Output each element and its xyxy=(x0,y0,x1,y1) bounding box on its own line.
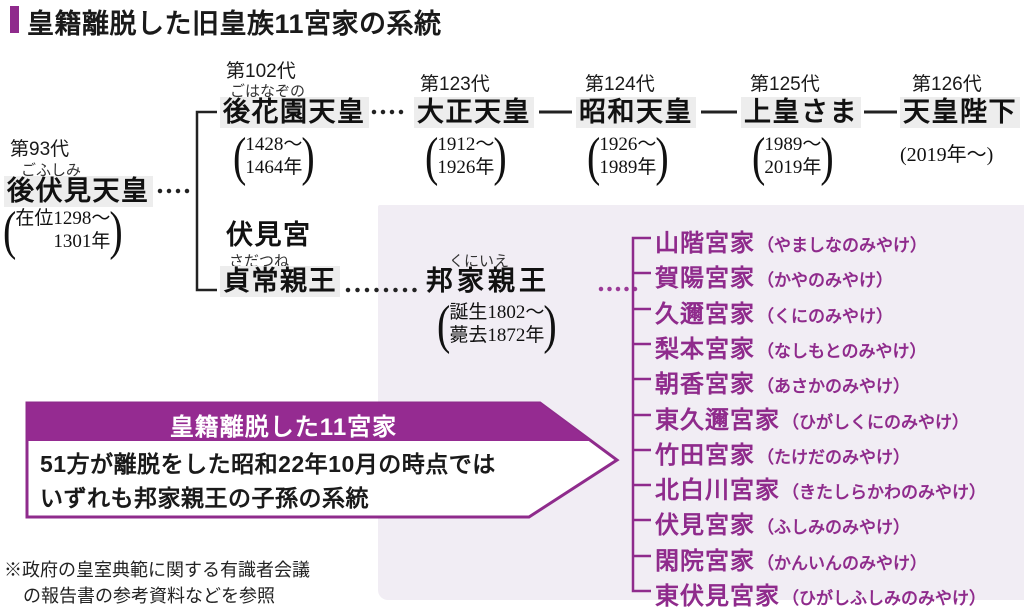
label-fushiminomiya: 伏見宮 xyxy=(226,220,312,250)
name-joko-sama: 上皇さま xyxy=(741,97,861,129)
house-item-higashikuni: 東久邇宮家（ひがしくにのみやけ） xyxy=(655,408,969,434)
gen-label-123: 第123代 xyxy=(420,74,490,95)
ruby-gohanazono: ごはなぞの xyxy=(230,83,306,100)
paren-open: ( xyxy=(233,125,247,187)
years-tenno-heika: (2019年〜) xyxy=(900,144,994,166)
paren-close: ) xyxy=(493,125,507,187)
page-title: 皇籍離脱した旧皇族11宮家の系統 xyxy=(27,9,442,39)
years-taisho: ( 1912〜1926年 ) xyxy=(425,126,507,187)
paren-open: ( xyxy=(437,293,451,355)
house-item-takeda: 竹田宮家（たけだのみやけ） xyxy=(655,443,910,469)
footnote-line1: ※政府の皇室典範に関する有識者会議 xyxy=(4,560,310,580)
paren-open: ( xyxy=(425,125,439,187)
house-item-kuni: 久邇宮家（くにのみやけ） xyxy=(655,302,893,328)
paren-open: ( xyxy=(3,199,17,261)
house-item-kanin: 閑院宮家（かんいんのみやけ） xyxy=(655,549,927,575)
house-item-nashimoto: 梨本宮家（なしもとのみやけ） xyxy=(655,337,927,363)
paren-open: ( xyxy=(587,125,601,187)
house-item-asaka: 朝香宮家（あさかのみやけ） xyxy=(655,372,910,398)
ruby-kuniie: くにいえ xyxy=(449,253,510,270)
gen-label-125: 第125代 xyxy=(750,74,820,95)
gen-label-124: 第124代 xyxy=(585,74,655,95)
name-gofushimi-tenno: 後伏見天皇 xyxy=(4,176,153,208)
years-gofushimi: ( 在位1298〜1301年 ) xyxy=(3,200,123,261)
paren-open: ( xyxy=(752,125,766,187)
years-gohanazono: ( 1428〜1464年 ) xyxy=(233,126,315,187)
footnote-line2: の報告書の参考資料などを参照 xyxy=(23,586,275,606)
callout-body-line2: いずれも邦家親王の子孫の系統 xyxy=(40,485,369,511)
paren-close: ) xyxy=(820,125,834,187)
ruby-sadatsune: さだつね xyxy=(229,253,290,270)
house-item-fushimi: 伏見宮家（ふしみのみやけ） xyxy=(655,513,910,539)
name-kuniie-shinno: 邦家親王 xyxy=(426,266,550,296)
gen-label-102: 第102代 xyxy=(226,61,296,82)
paren-close: ) xyxy=(301,125,315,187)
name-showa-tenno: 昭和天皇 xyxy=(576,97,696,129)
name-sadatsune-shinno: 貞常親王 xyxy=(220,266,340,298)
house-item-yamashina: 山階宮家（やましなのみやけ） xyxy=(655,231,927,257)
years-showa: ( 1926〜1989年 ) xyxy=(587,126,669,187)
name-gohanazono-tenno: 後花園天皇 xyxy=(220,97,369,129)
years-joko: ( 1989〜2019年 ) xyxy=(752,126,834,187)
house-item-kaya: 賀陽宮家（かやのみやけ） xyxy=(655,266,893,292)
callout-header: 皇籍離脱した11宮家 xyxy=(169,414,398,441)
paren-close: ) xyxy=(543,293,557,355)
gen-label-126: 第126代 xyxy=(912,74,982,95)
paren-close: ) xyxy=(109,199,123,261)
title-accent-bar xyxy=(10,6,19,33)
bracket-gofushimi-children xyxy=(195,110,217,292)
name-tenno-heika: 天皇陛下 xyxy=(900,97,1020,129)
years-kuniie: ( 誕生1802〜薨去1872年 ) xyxy=(437,294,557,355)
callout-body-line1: 51方が離脱をした昭和22年10月の時点では xyxy=(40,451,496,477)
house-item-kitashirakawa: 北白川宮家（きたしらかわのみやけ） xyxy=(655,478,986,504)
gen-label-93: 第93代 xyxy=(10,139,70,160)
house-item-higashifushimi: 東伏見宮家（ひがしふしみのみやけ） xyxy=(655,584,986,610)
ruby-gofushimi: ごふしみ xyxy=(21,162,82,179)
name-taisho-tenno: 大正天皇 xyxy=(414,97,534,129)
paren-close: ) xyxy=(655,125,669,187)
